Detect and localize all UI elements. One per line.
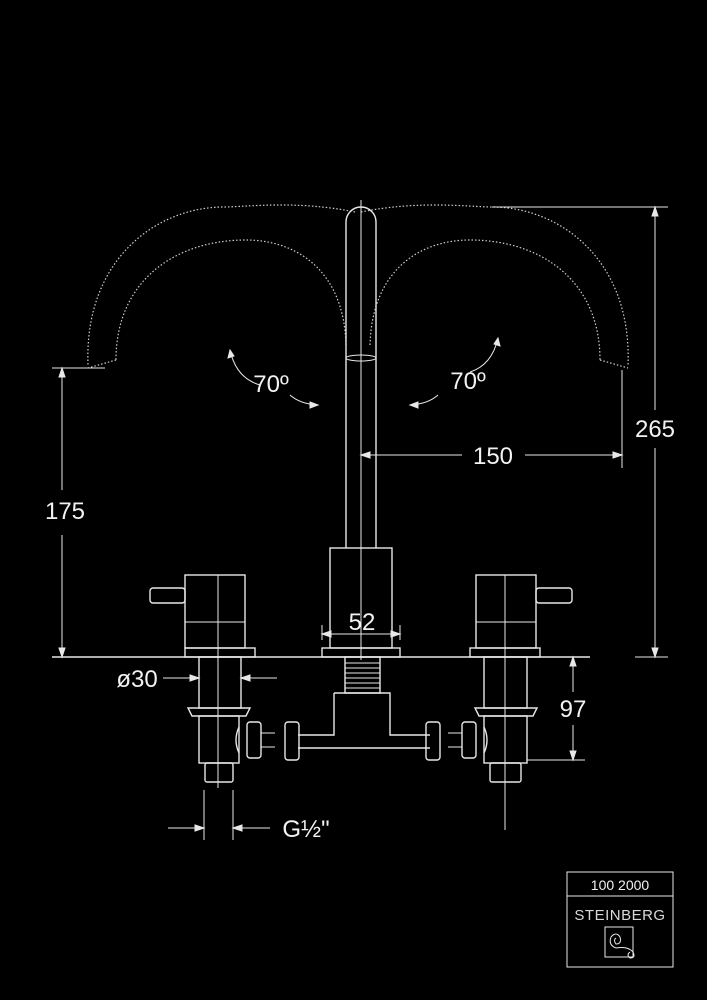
article-number: 100 2000 (591, 877, 650, 893)
dim-spout-height: 175 (45, 498, 85, 525)
spout-swivel-arcs (87, 204, 629, 369)
right-handle (448, 574, 573, 830)
dimension-lines (52, 205, 668, 840)
dim-total-height: 265 (635, 416, 675, 443)
left-handle (149, 574, 275, 788)
dim-handle-diameter: ø30 (116, 666, 157, 693)
dim-swivel-left: 70º (253, 371, 289, 398)
dim-swivel-right: 70º (450, 368, 486, 395)
brand-logo-icon (604, 926, 635, 959)
dim-thread: G½" (282, 816, 329, 843)
spout (321, 200, 401, 660)
brand-name: STEINBERG (574, 907, 665, 924)
dim-below-deck: 97 (560, 696, 587, 723)
connection-block (284, 656, 441, 761)
dim-base-diameter: 52 (349, 609, 376, 636)
title-block: 100 2000 STEINBERG (566, 871, 674, 968)
dim-spout-reach: 150 (473, 443, 513, 470)
